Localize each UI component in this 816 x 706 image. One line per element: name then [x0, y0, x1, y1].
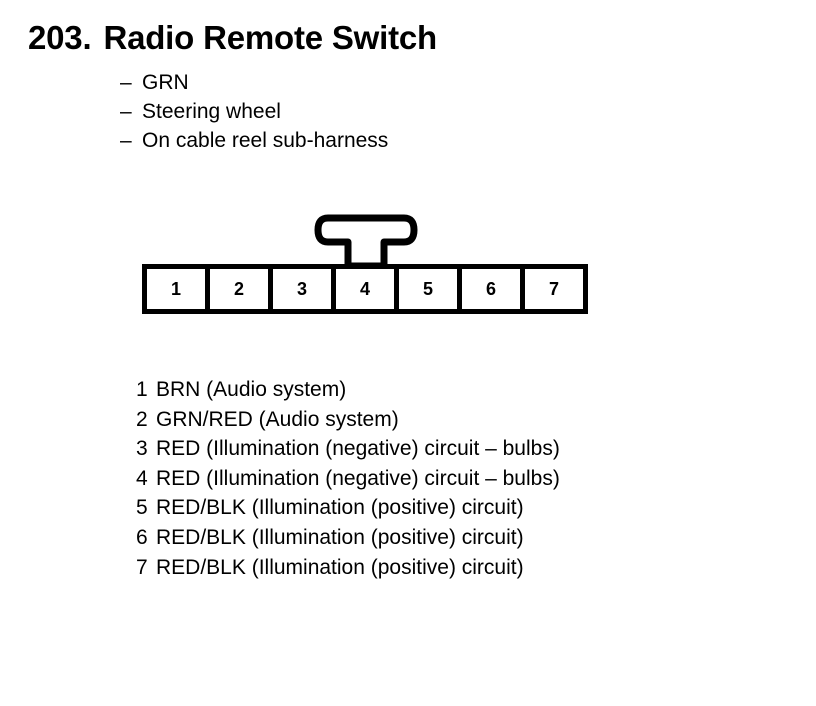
pin-legend-number: 6 [136, 525, 148, 549]
list-item-label: Steering wheel [142, 100, 281, 123]
pin-number: 2 [233, 279, 244, 299]
connector-body: 1 2 3 4 5 6 7 [142, 264, 588, 314]
connector-pin-4[interactable]: 4 [336, 269, 399, 309]
pin-legend-row: 4 RED (Illumination (negative) circuit – … [136, 464, 776, 494]
pin-legend-number: 7 [136, 555, 148, 579]
pin-legend-text: RED (Illumination (negative) circuit – b… [156, 437, 560, 461]
pin-legend-row: 6 RED/BLK (Illumination (positive) circui… [136, 523, 776, 553]
connector-diagram: 1 2 3 4 5 6 7 [142, 214, 592, 316]
pin-number: 3 [296, 279, 307, 299]
dash-icon: – [120, 129, 132, 152]
pin-legend-text: RED (Illumination (negative) circuit – b… [156, 466, 560, 490]
dash-icon: – [120, 71, 132, 94]
list-item: –GRN [120, 68, 640, 97]
pin-legend-text: RED/BLK (Illumination (positive) circuit… [156, 496, 524, 520]
pin-legend-text: GRN/RED (Audio system) [156, 407, 399, 431]
pin-number: 1 [170, 279, 181, 299]
connector-pin-3[interactable]: 3 [273, 269, 336, 309]
list-item-label: GRN [142, 71, 189, 94]
pin-legend-text: RED/BLK (Illumination (positive) circuit… [156, 555, 524, 579]
page-title: 203. Radio Remote Switch [28, 18, 437, 58]
list-item: –Steering wheel [120, 97, 640, 126]
pin-legend-number: 3 [136, 437, 148, 461]
pin-legend-row: 2 GRN/RED (Audio system) [136, 405, 776, 435]
pin-legend-text: BRN (Audio system) [156, 378, 347, 401]
pin-number: 6 [485, 279, 496, 299]
connector-pin-2[interactable]: 2 [210, 269, 273, 309]
page-title-number: 203. [28, 19, 92, 56]
list-item-label: On cable reel sub-harness [142, 129, 389, 152]
dash-icon: – [120, 100, 132, 123]
pin-number: 4 [359, 279, 370, 299]
connector-details-list: –GRN –Steering wheel –On cable reel sub-… [120, 68, 640, 155]
pin-number: 7 [548, 279, 559, 299]
connector-pin-6[interactable]: 6 [462, 269, 525, 309]
pin-number: 5 [422, 279, 433, 299]
page-title-text: Radio Remote Switch [103, 19, 438, 56]
lock-tab-icon [314, 214, 418, 266]
pin-legend-list: 1 BRN (Audio system) 2 GRN/RED (Audio syst… [136, 375, 776, 582]
pin-legend-number: 2 [136, 407, 148, 431]
pin-legend-row: 7 RED/BLK (Illumination (positive) circui… [136, 553, 776, 583]
pin-legend-row: 3 RED (Illumination (negative) circuit – … [136, 434, 776, 464]
pin-legend-number: 4 [136, 466, 148, 490]
pin-legend-number: 5 [136, 496, 148, 520]
pin-legend-text: RED/BLK (Illumination (positive) circuit… [156, 525, 524, 549]
pin-legend-row: 1 BRN (Audio system) [136, 375, 776, 405]
pin-legend-number: 1 [136, 378, 148, 401]
connector-pin-5[interactable]: 5 [399, 269, 462, 309]
pin-legend-row: 5 RED/BLK (Illumination (positive) circui… [136, 493, 776, 523]
list-item: –On cable reel sub-harness [120, 126, 640, 155]
connector-pin-1[interactable]: 1 [147, 269, 210, 309]
connector-pin-7[interactable]: 7 [525, 269, 583, 309]
